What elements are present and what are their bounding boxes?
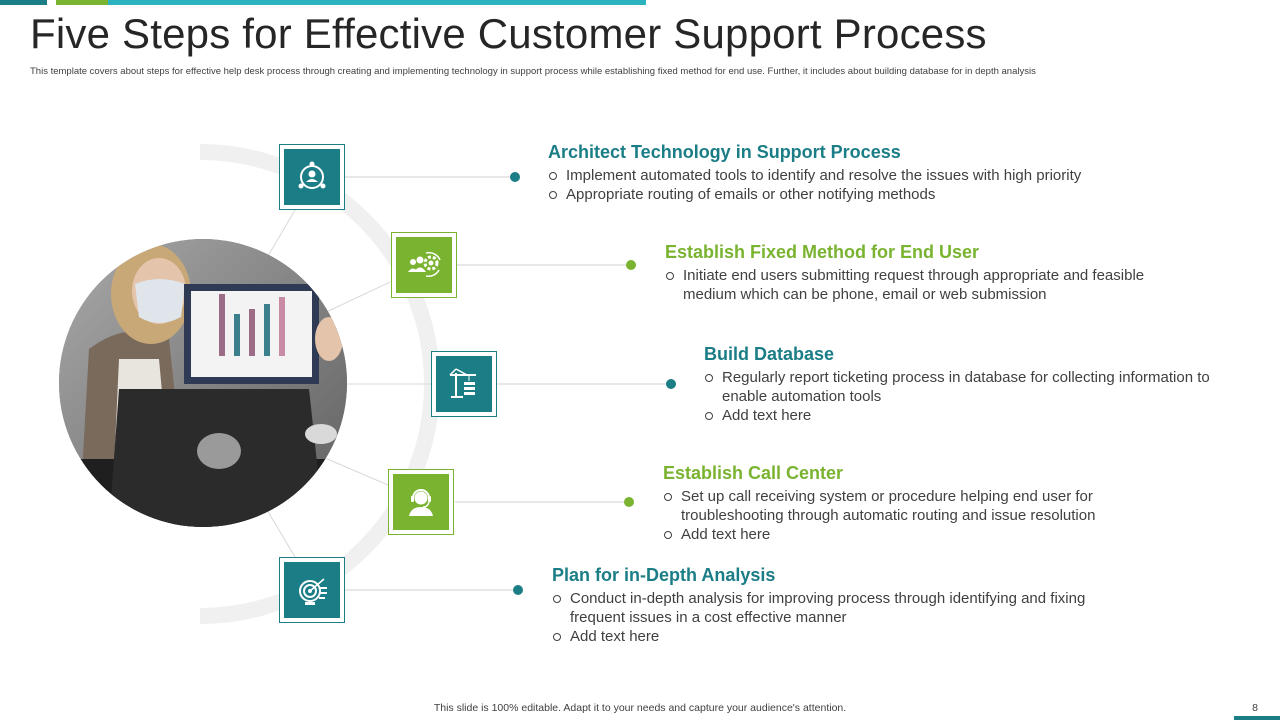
step-1-bullet-1: Implement automated tools to identify an… [548,166,1148,185]
step-4-bullets: Set up call receiving system or procedur… [663,487,1133,544]
step-4-bullet-2: Add text here [663,525,1133,544]
step-2-bullet-1: Initiate end users submitting request th… [665,266,1145,304]
step-4-title: Establish Call Center [663,463,844,483]
page-subtitle: This template covers about steps for eff… [30,66,1036,77]
step-3-title: Build Database [704,344,835,364]
users-gear-icon [408,251,441,278]
step-5-icon-box [279,557,345,623]
connector-dot-1 [510,172,520,182]
page-number: 8 [1252,702,1258,714]
step-5-title: Plan for in-Depth Analysis [552,565,776,585]
step-5-bullet-2: Add text here [552,627,1132,646]
spoke-4 [317,454,389,486]
step-2-icon-box [391,232,457,298]
analysis-target-icon [299,578,327,605]
step-5-bullet-1: Conduct in-depth analysis for improving … [552,589,1132,627]
step-3-bullets: Regularly report ticketing process in da… [704,368,1234,425]
crane-database-icon [449,368,476,398]
step-4-bullet-1: Set up call receiving system or procedur… [663,487,1133,525]
connector-dot-2 [626,260,636,270]
step-2: Establish Fixed Method for End User Init… [665,242,1145,304]
top-accent-bar-green [56,0,108,5]
headset-agent-icon [409,489,433,516]
step-4: Establish Call Center Set up call receiv… [663,463,1133,544]
network-user-icon [298,161,326,189]
page-title: Five Steps for Effective Customer Suppor… [30,10,987,57]
step-5: Plan for in-Depth Analysis Conduct in-de… [552,565,1132,646]
step-1-bullet-2: Appropriate routing of emails or other n… [548,185,1148,204]
step-3: Build Database Regularly report ticketin… [704,344,1234,425]
step-3-bullet-2: Add text here [704,406,1234,425]
step-1-title: Architect Technology in Support Process [548,142,901,162]
step-2-title: Establish Fixed Method for End User [665,242,980,262]
step-3-icon-box [431,351,497,417]
step-1-bullets: Implement automated tools to identify an… [548,166,1148,204]
page-number-bar [1234,716,1280,720]
top-accent-bar-cyan [108,0,646,5]
woman-presenting-chart-photo [59,239,347,527]
footer-note: This slide is 100% editable. Adapt it to… [433,702,847,714]
step-3-bullet-1: Regularly report ticketing process in da… [704,368,1234,406]
step-5-bullets: Conduct in-depth analysis for improving … [552,589,1132,646]
connector-dot-3 [666,379,676,389]
spoke-2 [319,281,391,316]
step-2-bullets: Initiate end users submitting request th… [665,266,1145,304]
step-4-icon-box [388,469,454,535]
connector-dot-4 [624,497,634,507]
connector-dot-5 [513,585,523,595]
step-1-icon-box [279,144,345,210]
step-1: Architect Technology in Support Process … [548,142,1148,204]
top-accent-bar-teal [0,0,47,5]
